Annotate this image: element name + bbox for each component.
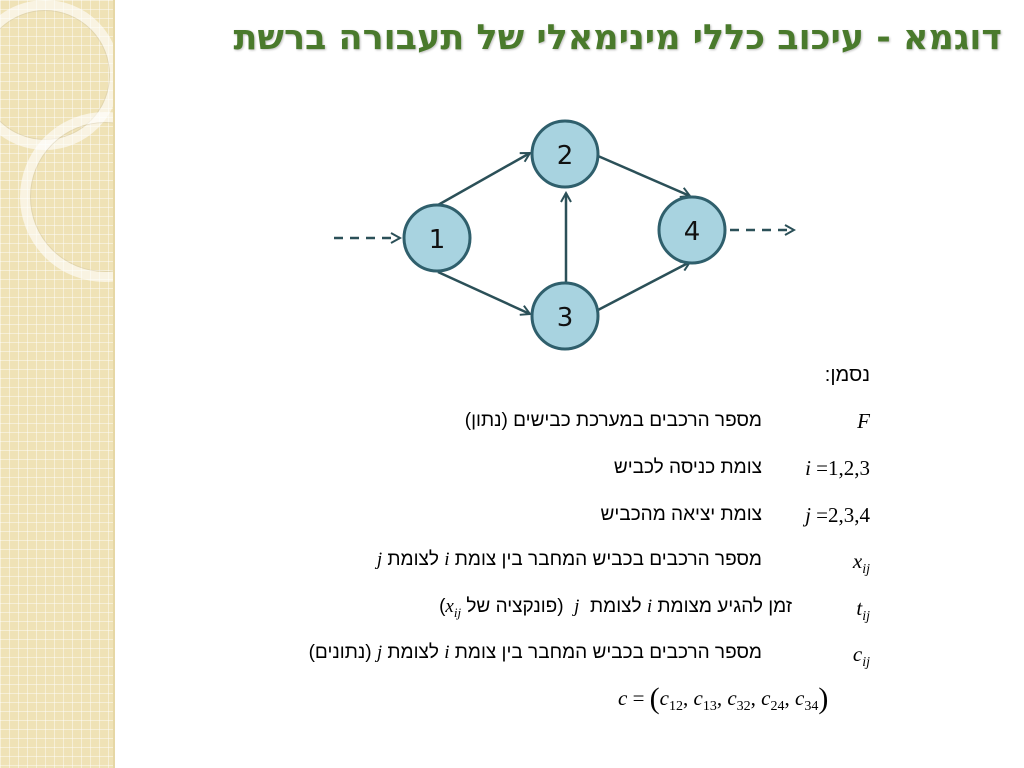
vector-open-paren: ( bbox=[649, 682, 660, 715]
vector-item-0: c12 bbox=[659, 686, 683, 714]
desc-cij-c: (נתונים) bbox=[308, 642, 372, 663]
vector-lhs: c bbox=[618, 686, 628, 710]
symbol-i: i =1,2,3 bbox=[805, 456, 870, 481]
symbol-F: F bbox=[857, 409, 870, 433]
desc-tij-c: (פונקציה של bbox=[466, 596, 564, 617]
edge-1-3 bbox=[437, 270, 530, 314]
decorative-sidebar bbox=[0, 0, 113, 768]
vector-item-2-var: c bbox=[727, 686, 737, 710]
vector-item-2: c32 bbox=[727, 686, 750, 714]
symbol-tij: tij bbox=[856, 596, 870, 625]
symbol-j-var: j bbox=[805, 503, 811, 527]
symbol-t-var: t bbox=[856, 596, 863, 620]
desc-xij-a: מספר הרכבים בכביש המחבר בין צומת bbox=[454, 549, 762, 570]
desc-cij-i: i bbox=[444, 642, 450, 663]
symbol-c-sub: ij bbox=[862, 655, 870, 671]
vector-item-4-sub: 34 bbox=[804, 699, 819, 715]
symbol-t-sub: ij bbox=[862, 609, 870, 625]
desc-tij-xsub: ij bbox=[453, 604, 462, 620]
vector-item-3-sub: 24 bbox=[770, 699, 785, 715]
desc-j: צומת יציאה מהכביש bbox=[600, 504, 762, 525]
edge-2-4 bbox=[597, 154, 690, 196]
desc-tij-a: זמן להגיע מצומת bbox=[657, 596, 792, 617]
vector-item-1-sub: 13 bbox=[702, 699, 717, 715]
vector-item-0-var: c bbox=[659, 686, 669, 710]
desc-cij: מספר הרכבים בכביש המחבר בין צומת i לצומת… bbox=[309, 642, 762, 664]
desc-xij-b: לצומת bbox=[387, 549, 439, 570]
node-2: 2 bbox=[530, 119, 600, 189]
desc-tij-j: j bbox=[574, 596, 580, 617]
symbol-xij: xij bbox=[853, 549, 870, 578]
symbol-x-sub: ij bbox=[862, 562, 870, 578]
desc-tij-i: i bbox=[646, 596, 653, 617]
node-1-label: 1 bbox=[429, 225, 446, 255]
node-2-label: 2 bbox=[557, 141, 574, 171]
desc-tij-close: ) bbox=[439, 596, 446, 617]
vector-equals: = bbox=[632, 686, 645, 710]
desc-F: מספר הרכבים במערכת כבישים (נתון) bbox=[464, 410, 762, 431]
desc-cij-j: j bbox=[376, 642, 383, 663]
node-4-label: 4 bbox=[684, 217, 701, 247]
symbol-cij: cij bbox=[853, 642, 870, 671]
slide-title: דוגמא - עיכוב כללי מינימאלי של תעבורה בר… bbox=[233, 18, 1003, 58]
legend-title: נסמן: bbox=[824, 364, 870, 386]
desc-tij-xij: xij bbox=[445, 596, 462, 620]
node-3-label: 3 bbox=[557, 303, 574, 333]
symbol-i-values: =1,2,3 bbox=[810, 456, 870, 480]
edge-1-2 bbox=[437, 151, 530, 207]
vector-item-3: c24 bbox=[761, 686, 784, 714]
desc-tij: זמן להגיע מצומת i לצומת j (פונקציה של xi… bbox=[439, 596, 792, 621]
vector-item-2-sub: 32 bbox=[736, 699, 751, 715]
cost-vector: c = (c12, c13, c32, c24, c34) bbox=[618, 682, 829, 715]
desc-tij-x: x bbox=[445, 596, 454, 617]
vector-item-1-var: c bbox=[693, 686, 703, 710]
node-3: 3 bbox=[530, 281, 600, 351]
vector-item-1: c13 bbox=[693, 686, 717, 714]
sidebar-divider bbox=[113, 0, 115, 768]
symbol-i-var: i bbox=[805, 456, 811, 480]
vector-item-0-sub: 12 bbox=[669, 699, 683, 715]
symbol-c-var: c bbox=[852, 642, 863, 666]
desc-tij-b: לצומת bbox=[590, 596, 642, 617]
vector-close-paren: ) bbox=[818, 682, 829, 715]
symbol-x-var: x bbox=[852, 549, 863, 573]
desc-cij-b: לצומת bbox=[387, 642, 439, 663]
symbol-j: j =2,3,4 bbox=[805, 503, 870, 528]
node-4: 4 bbox=[657, 195, 727, 265]
edge-3-4 bbox=[597, 262, 690, 312]
desc-i: צומת כניסה לכביש bbox=[613, 457, 762, 478]
vector-item-4: c34 bbox=[794, 686, 818, 714]
symbol-j-values: =2,3,4 bbox=[810, 503, 870, 527]
desc-xij: מספר הרכבים בכביש המחבר בין צומת i לצומת… bbox=[377, 549, 762, 571]
vector-item-3-var: c bbox=[761, 686, 771, 710]
node-1: 1 bbox=[402, 203, 472, 273]
vector-item-4-var: c bbox=[794, 686, 805, 710]
desc-xij-j: j bbox=[376, 549, 383, 570]
desc-xij-i: i bbox=[444, 549, 450, 570]
desc-cij-a: מספר הרכבים בכביש המחבר בין צומת bbox=[454, 642, 762, 663]
